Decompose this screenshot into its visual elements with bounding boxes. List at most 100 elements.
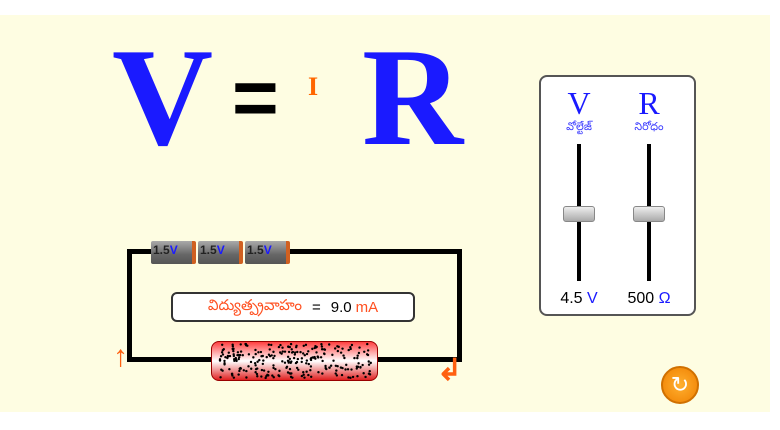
electron-dot [295, 360, 299, 364]
electron-dot [363, 350, 366, 353]
electron-dot [311, 347, 314, 351]
voltage-slider-thumb[interactable] [563, 205, 595, 222]
resistance-slider-thumb[interactable] [633, 205, 665, 222]
electron-dot [332, 359, 335, 362]
electron-dot [323, 352, 326, 356]
electron-dot [256, 360, 259, 363]
electron-dot [281, 350, 284, 353]
electron-dot [355, 365, 359, 368]
electron-dot [290, 351, 294, 354]
electron-dot [367, 363, 371, 366]
electron-dot [368, 369, 371, 373]
battery: 1.5V [151, 241, 196, 264]
electron-dot [260, 375, 263, 378]
battery: 1.5V [198, 241, 243, 264]
electron-dot [296, 350, 299, 354]
electron-dot [364, 375, 367, 379]
electron-dot [299, 350, 302, 354]
electron-dot [283, 350, 287, 353]
electron-dot [254, 364, 257, 367]
electron-dot [287, 345, 290, 349]
electron-dot [291, 376, 294, 379]
electron-dot [232, 376, 236, 379]
electron-dot [309, 358, 313, 362]
electron-dot [339, 366, 343, 369]
electron-dot [239, 366, 242, 370]
electron-dot [288, 367, 292, 371]
electron-dot [309, 375, 313, 379]
electron-dot [232, 349, 235, 353]
electron-dot [300, 374, 304, 378]
electron-dot [328, 343, 331, 346]
electron-dot [221, 353, 225, 356]
electron-dot [309, 365, 313, 368]
electron-dot [289, 342, 293, 346]
electron-dot [238, 353, 242, 357]
electron-dot [324, 364, 327, 368]
electron-dot [221, 349, 225, 352]
electron-dot [245, 376, 248, 379]
electron-dot [333, 347, 337, 350]
electron-dot [293, 353, 297, 356]
electron-dot [267, 343, 271, 346]
electron-dot [238, 369, 241, 373]
electron-dot [359, 366, 362, 369]
electron-dot [303, 354, 306, 357]
electron-dot [342, 354, 345, 357]
electron-dot [353, 356, 356, 360]
electron-dot [287, 350, 291, 354]
electron-dot [227, 351, 230, 354]
electron-dot [278, 351, 282, 354]
electron-dot [237, 357, 240, 361]
electron-dot [247, 353, 251, 356]
electron-dot [264, 376, 267, 380]
electron-dot [220, 343, 224, 346]
electron-dot [300, 360, 303, 364]
electron-dot [320, 345, 324, 348]
electron-dot [219, 376, 222, 379]
electron-dot [304, 343, 308, 347]
current-value: 9.0 [330, 298, 352, 316]
electron-dot [277, 374, 280, 377]
electron-dot [223, 359, 226, 363]
electron-dot [302, 344, 305, 347]
electron-dot [287, 361, 290, 364]
electron-dot [261, 354, 264, 358]
voltage-value: 4.5 V [560, 290, 598, 307]
electron-dot [290, 372, 293, 375]
electron-dot [307, 362, 310, 366]
electron-dot [231, 347, 234, 351]
electron-dot [369, 361, 372, 365]
electron-dot [220, 351, 224, 354]
electron-dot [309, 369, 312, 372]
electron-dot [259, 350, 263, 354]
electron-dot [362, 372, 365, 375]
electron-dot [232, 354, 236, 358]
electron-dot [272, 356, 275, 360]
electron-dot [267, 370, 270, 373]
electron-dot [305, 352, 309, 356]
electron-dot [349, 345, 352, 349]
wire-top-right [290, 249, 462, 254]
electron-dot [361, 363, 364, 367]
electron-dot [290, 360, 293, 363]
electron-dot [356, 356, 359, 360]
electron-dot [258, 358, 261, 362]
electron-dot [334, 372, 337, 375]
reset-icon: ↻ [670, 372, 690, 397]
electron-dot [285, 366, 288, 370]
electron-dot [231, 345, 235, 348]
electron-dot [297, 368, 300, 371]
electron-dot [273, 354, 276, 358]
electron-dot [350, 368, 353, 371]
electron-dot [343, 356, 346, 360]
electron-dot [336, 349, 340, 353]
current-arrow-icon: ↲ [437, 354, 463, 387]
electron-dot [329, 364, 333, 367]
control-panel: V వోల్టేజ్ 4.5 V R నిరోధం 500 Ω [539, 75, 696, 316]
electron-dot [341, 347, 344, 350]
electron-dot [247, 365, 250, 368]
electron-dot [254, 371, 257, 374]
reset-button[interactable]: ↻ [661, 366, 699, 404]
electron-dot [292, 356, 296, 360]
